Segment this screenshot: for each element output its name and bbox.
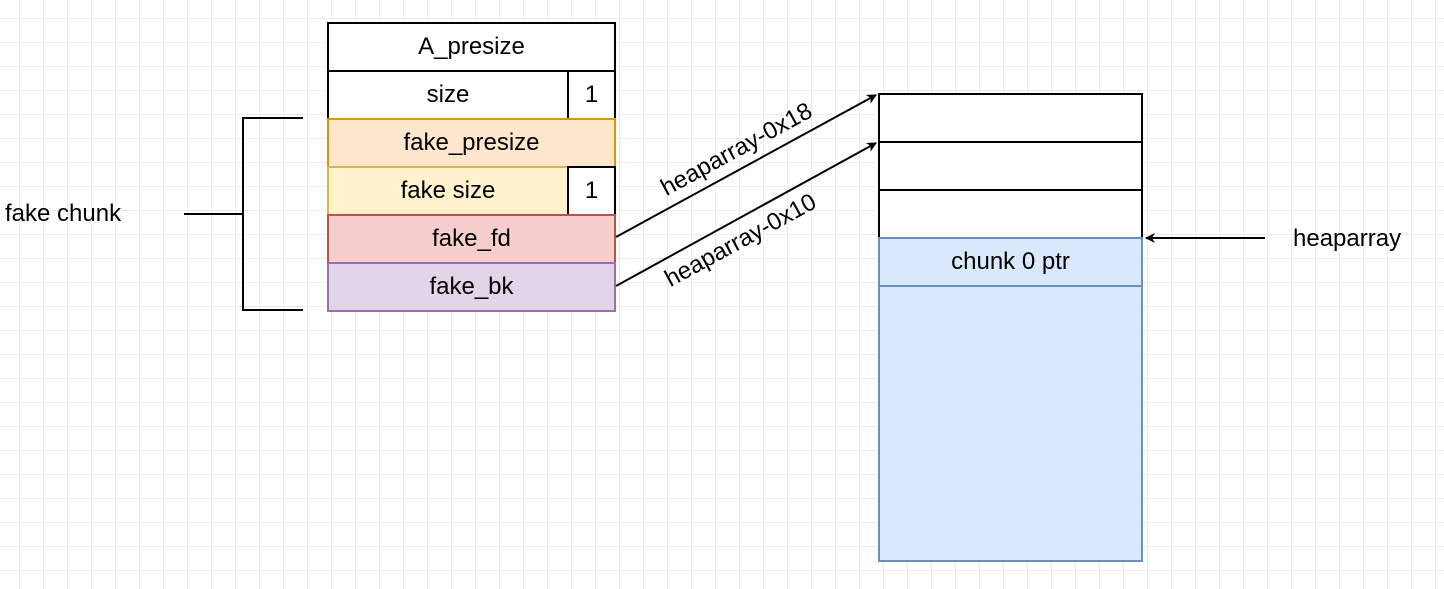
a-presize-cell: A_presize: [327, 22, 616, 72]
fake-size-label: fake size: [400, 177, 496, 204]
chunk0-body: [878, 285, 1143, 562]
chunk0-ptr-label: chunk 0 ptr: [951, 248, 1070, 275]
fake-fd-label: fake_fd: [432, 225, 511, 252]
fake-size-flag-cell: 1: [567, 166, 616, 216]
fake-bk-cell: fake_bk: [327, 262, 616, 312]
chunk0-ptr-cell: chunk 0 ptr: [878, 237, 1143, 287]
size-flag-label: 1: [584, 81, 599, 108]
fake-size-cell: fake size: [327, 166, 569, 216]
fake-presize-label: fake_presize: [403, 129, 540, 156]
size-label: size: [426, 81, 470, 108]
fake-chunk-bracket: [242, 117, 303, 311]
bk-arrow: [615, 142, 877, 287]
fake-bk-label: fake_bk: [429, 273, 514, 300]
fd-arrow: [615, 94, 877, 238]
size-flag-cell: 1: [567, 70, 616, 120]
fake-chunk-label: fake chunk: [5, 200, 122, 227]
fake-size-flag-label: 1: [584, 177, 599, 204]
heaparray-label: heaparray: [1293, 225, 1402, 252]
a-presize-label: A_presize: [418, 33, 525, 60]
